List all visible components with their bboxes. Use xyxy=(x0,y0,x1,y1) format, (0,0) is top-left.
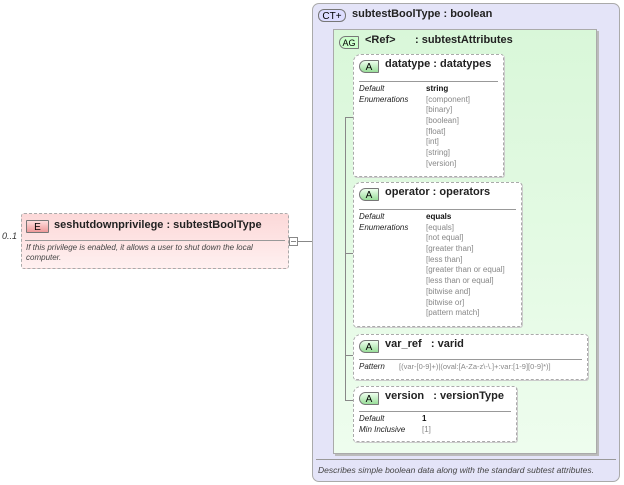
default-value: equals xyxy=(426,212,452,221)
label-enumerations: Enumerations xyxy=(359,222,409,232)
attribute-datatype[interactable]: A datatype : datatypes Default Enumerati… xyxy=(353,54,504,177)
attribute-var-ref[interactable]: A var_ref : varid Pattern [(var-[0-9]+)|… xyxy=(353,334,588,380)
attribute-badge: A xyxy=(359,60,379,73)
min-inclusive-value: [1] xyxy=(422,424,431,434)
label-default: Default xyxy=(359,414,385,423)
enumeration-list: [component][binary][boolean][float][int]… xyxy=(426,94,471,168)
complex-type-description: Describes simple boolean data along with… xyxy=(318,465,594,475)
attribute-version[interactable]: A version : versionType Default Min Incl… xyxy=(353,386,517,442)
label-enumerations: Enumerations xyxy=(359,94,409,104)
complex-type-box[interactable]: CT+ subtestBoolType : boolean AG <Ref> :… xyxy=(312,3,620,482)
attribute-group-box[interactable]: AG <Ref> : subtestAttributes A datatype … xyxy=(333,29,597,454)
occurrence-label: 0..1 xyxy=(2,231,18,241)
label-min-inclusive: Min Inclusive xyxy=(359,424,406,434)
element-description: If this privilege is enabled, it allows … xyxy=(26,243,253,262)
label-default: Default xyxy=(359,84,385,93)
label-default: Default xyxy=(359,212,385,221)
attribute-operator[interactable]: A operator : operators Default Enumerati… xyxy=(353,182,522,327)
default-value: 1 xyxy=(422,414,427,423)
attribute-badge: A xyxy=(359,392,379,405)
attribute-title: version : versionType xyxy=(385,390,505,402)
attribute-group-ref: <Ref> xyxy=(365,34,396,46)
attribute-group-badge: AG xyxy=(339,36,359,49)
element-title: seshutdownprivilege : subtestBoolType xyxy=(54,219,262,231)
default-value: string xyxy=(426,84,449,93)
attribute-title: operator : operators xyxy=(385,186,491,198)
collapse-connector[interactable] xyxy=(289,237,298,246)
element-box[interactable]: E seshutdownprivilege : subtestBoolType … xyxy=(21,213,289,269)
pattern-value: [(var-[0-9]+)|(oval:[A-Za-z\-\.]+:var:[1… xyxy=(399,362,551,371)
complex-type-title: subtestBoolType : boolean xyxy=(352,8,493,20)
element-badge: E xyxy=(26,220,49,233)
attribute-group-title: : subtestAttributes xyxy=(415,34,513,46)
label-pattern: Pattern xyxy=(359,362,385,371)
attribute-title: datatype : datatypes xyxy=(385,58,492,70)
enumeration-list: [equals][not equal][greater than][less t… xyxy=(426,222,505,318)
attribute-title: var_ref : varid xyxy=(385,338,464,350)
complex-type-badge: CT+ xyxy=(318,9,346,22)
attribute-badge: A xyxy=(359,340,379,353)
attribute-badge: A xyxy=(359,188,379,201)
